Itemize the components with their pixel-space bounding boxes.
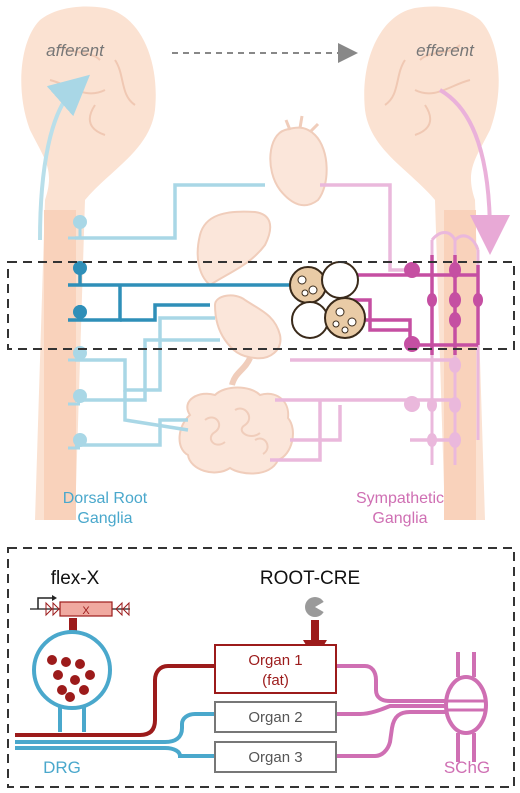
organ-3-label: Organ 3 [248, 749, 302, 766]
sympathetic-label-line2: Ganglia [372, 510, 427, 527]
efferent-label: efferent [416, 41, 475, 60]
method-fibers [15, 664, 445, 758]
cre-icon [305, 597, 327, 617]
organ-1-sublabel: (fat) [262, 672, 289, 689]
drg-label-line1: Dorsal Root [63, 490, 148, 507]
left-brain-spinal-cord [21, 6, 156, 520]
sensory-fibers-light [75, 183, 265, 447]
sympathetic-label-line1: Sympathetic [356, 490, 444, 507]
afferent-label: afferent [46, 41, 105, 60]
fat-cells-icon [289, 261, 366, 339]
stomach-icon [213, 294, 282, 386]
heart-icon [269, 115, 328, 207]
selection-box [7, 261, 515, 350]
organ-1-box: Organ 1 (fat) [214, 644, 337, 694]
construct-label: flex-X [51, 568, 100, 589]
schg-label: SChG [444, 758, 490, 777]
efferent-arrow [438, 88, 510, 255]
liver-icon [196, 210, 272, 287]
organ-1-label: Organ 1 [248, 652, 302, 669]
organ-2-label: Organ 2 [248, 709, 302, 726]
construct-gene-label: X [82, 605, 90, 617]
drg-label: DRG [43, 758, 81, 777]
method-label: ROOT-CRE [260, 568, 360, 589]
method-panel [7, 547, 515, 788]
organ-2-box: Organ 2 [214, 701, 337, 733]
sensory-ganglia-dark [73, 261, 87, 319]
afferent-arrow [38, 74, 90, 241]
organ-3-box: Organ 3 [214, 741, 337, 773]
schg-ganglion [444, 652, 488, 762]
drg-neuron [32, 630, 112, 732]
sensory-ganglia-light [68, 215, 87, 450]
sympathetic-ganglia-light [404, 357, 461, 448]
construct-diagram: X [30, 595, 130, 617]
drg-label-line2: Ganglia [77, 510, 132, 527]
